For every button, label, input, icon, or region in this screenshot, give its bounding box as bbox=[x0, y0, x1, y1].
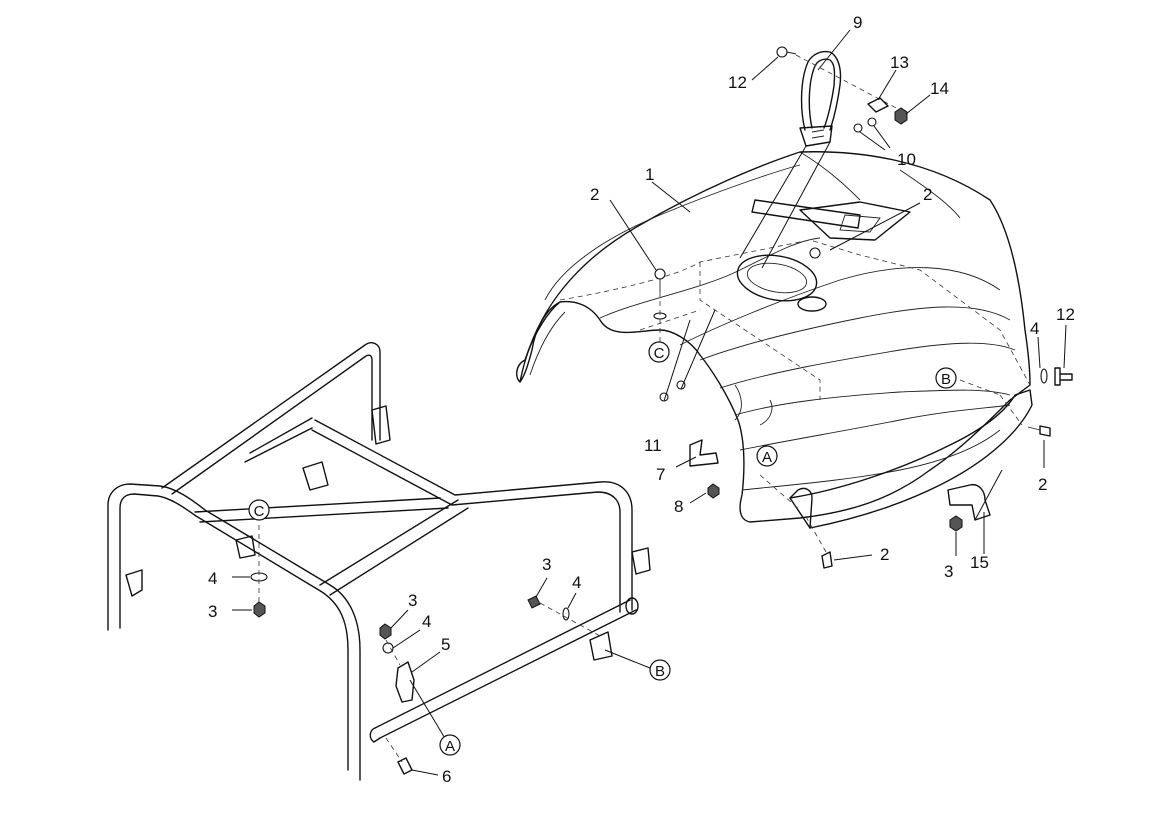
svg-text:C: C bbox=[254, 503, 265, 520]
ref-a-frame: A bbox=[439, 734, 461, 756]
bolt-2-right bbox=[1039, 425, 1051, 437]
callout-13: 13 bbox=[890, 53, 909, 72]
ref-c-cover: C bbox=[648, 341, 670, 363]
handle bbox=[799, 50, 842, 147]
nut-3-right bbox=[949, 515, 963, 532]
bolt-12-top bbox=[776, 46, 788, 58]
callout-15: 15 bbox=[970, 553, 989, 572]
callout-leaders bbox=[232, 29, 1067, 776]
nut-3-front bbox=[379, 623, 392, 640]
callout-4-side: 4 bbox=[572, 573, 581, 592]
callout-2-bottom: 2 bbox=[880, 545, 889, 564]
bolt-6 bbox=[397, 757, 413, 775]
callout-8: 8 bbox=[674, 497, 683, 516]
callout-labels: 9 12 13 14 10 1 2 2 4 12 11 7 8 2 2 3 15… bbox=[208, 13, 1075, 786]
washer-4-side bbox=[562, 607, 570, 621]
callout-11: 11 bbox=[644, 436, 662, 455]
frame bbox=[107, 342, 651, 781]
svg-text:B: B bbox=[941, 371, 951, 388]
bolt-2-bottom bbox=[821, 551, 833, 569]
frame-hardware bbox=[250, 525, 651, 775]
callout-3-frame: 3 bbox=[208, 602, 217, 621]
nut-8 bbox=[707, 483, 720, 499]
callout-4-front: 4 bbox=[422, 612, 431, 631]
callout-3-side: 3 bbox=[542, 555, 551, 574]
callout-9: 9 bbox=[853, 13, 862, 32]
ref-a-cover: A bbox=[756, 445, 778, 467]
svg-text:C: C bbox=[654, 345, 665, 362]
washer-4-right bbox=[1040, 368, 1048, 384]
handle-hardware bbox=[739, 46, 908, 269]
washer-4-front bbox=[382, 642, 394, 654]
ref-b-cover: B bbox=[935, 367, 957, 389]
washer-10a bbox=[853, 123, 863, 133]
callout-1: 1 bbox=[645, 165, 654, 184]
callout-3-right: 3 bbox=[944, 562, 953, 581]
nut-3-frame bbox=[253, 601, 266, 618]
callout-2-top: 2 bbox=[923, 185, 932, 204]
svg-text:A: A bbox=[445, 738, 455, 755]
cover-alignment-lines bbox=[559, 239, 1031, 511]
reference-markers: C B A C B A bbox=[248, 341, 957, 756]
ref-c-frame: C bbox=[248, 499, 270, 521]
svg-text:B: B bbox=[655, 663, 665, 680]
callout-3-front: 3 bbox=[408, 591, 417, 610]
callout-2-right: 2 bbox=[1038, 475, 1047, 494]
callout-4-frame: 4 bbox=[208, 569, 217, 588]
callout-5: 5 bbox=[441, 635, 450, 654]
callout-12-top: 12 bbox=[728, 73, 747, 92]
washer-10b bbox=[867, 117, 877, 127]
callout-12-right: 12 bbox=[1056, 305, 1075, 324]
bracket-5 bbox=[395, 661, 415, 703]
callout-4-right: 4 bbox=[1030, 319, 1039, 338]
callout-10: 10 bbox=[897, 150, 916, 169]
bracket-15 bbox=[947, 483, 991, 521]
bolt-12-right bbox=[1054, 367, 1073, 386]
screw-2-left bbox=[654, 268, 666, 280]
callout-14: 14 bbox=[930, 79, 949, 98]
svg-text:A: A bbox=[762, 449, 772, 466]
callout-7: 7 bbox=[656, 465, 665, 484]
cover-hardware bbox=[653, 247, 1073, 569]
screw-2-top bbox=[809, 247, 821, 259]
callout-2-left: 2 bbox=[590, 185, 599, 204]
callout-6: 6 bbox=[442, 767, 451, 786]
ref-b-frame: B bbox=[649, 659, 671, 681]
nut-14 bbox=[894, 107, 908, 125]
nut-3-side bbox=[527, 595, 541, 609]
body-cover bbox=[516, 151, 1033, 529]
